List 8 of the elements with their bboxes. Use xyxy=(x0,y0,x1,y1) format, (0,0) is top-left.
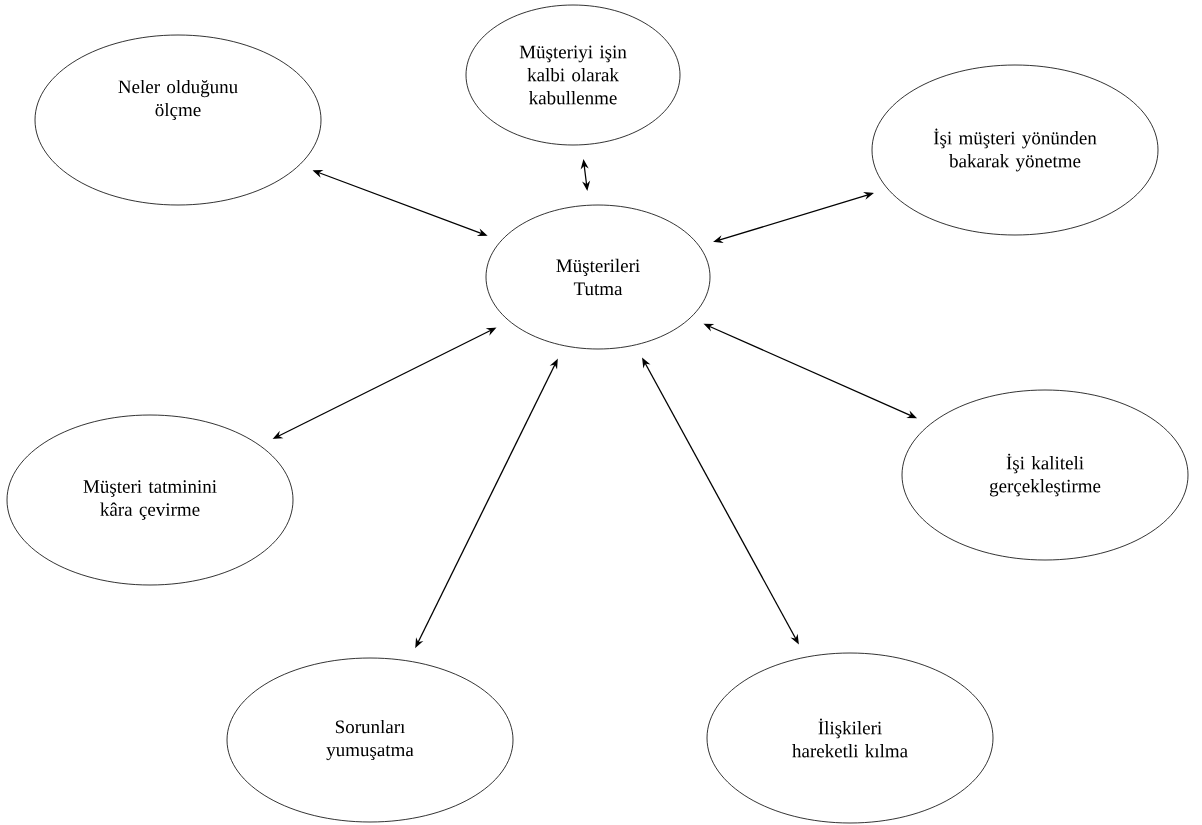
ellipse-node: Müşterileri Tutma xyxy=(485,204,711,350)
ellipse-node: Neler olduğunu ölçme xyxy=(34,34,322,206)
ellipse-node: İşi kaliteli gerçekleştirme xyxy=(901,389,1189,561)
ellipse-node: İşi müşteri yönünden bakarak yönetme xyxy=(871,64,1159,236)
ellipse-node: İlişkileri hareketli kılma xyxy=(706,652,994,824)
ellipse-node: Müşteriyi işin kalbi olarak kabullenme xyxy=(465,4,681,146)
ellipse-node: Sorunları yumuşatma xyxy=(226,657,514,823)
ellipse-node: Müşteri tatminini kâra çevirme xyxy=(6,414,294,586)
